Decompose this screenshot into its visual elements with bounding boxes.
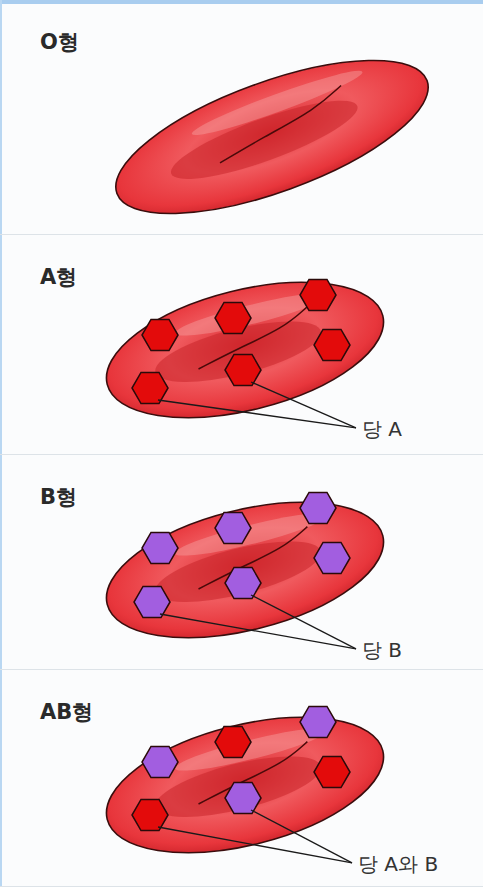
blood-type-panel: AB형당 A와 B [0,670,483,887]
cell-body [93,692,398,877]
red-blood-cell [98,29,446,245]
top-bar [0,0,483,4]
sugar-hexagon [215,726,251,757]
sugar-hexagon [314,542,350,573]
sugar-hexagon [215,512,251,543]
cell-body [93,477,398,662]
sugar-hexagon [314,329,350,360]
sugar-hexagon [132,372,168,403]
sugar-hexagon [300,279,336,310]
sugar-hexagon [225,354,261,385]
blood-type-heading: B형 [40,485,77,510]
leader-line [251,382,356,428]
red-blood-cell [93,477,398,662]
sugar-hexagon [132,799,168,830]
blood-type-heading: O형 [40,30,79,55]
red-blood-cell [93,692,398,877]
blood-type-panel: A형당 A [0,235,483,455]
leader-line [158,400,356,428]
left-bar [0,0,2,887]
leader-line [160,614,356,649]
sugar-label: 당 A [362,417,402,441]
leader-line [251,595,356,649]
sugar-hexagon [142,532,178,563]
blood-type-heading: AB형 [40,700,93,725]
sugar-hexagon [134,586,170,617]
sugar-hexagon [300,492,336,523]
cell-body [98,29,446,245]
sugar-hexagon [225,782,261,813]
sugar-hexagon [300,706,336,737]
blood-type-panel: O형 [0,0,483,235]
sugar-hexagon [215,302,251,333]
sugar-hexagon [314,756,350,787]
red-blood-cell [93,257,398,442]
sugar-label: 당 B [362,638,402,662]
cell-body [93,257,398,442]
sugar-hexagon [142,746,178,777]
sugar-label: 당 A와 B [358,852,438,876]
blood-type-panel: B형당 B [0,455,483,670]
leader-line [158,827,352,863]
leader-line [251,810,352,863]
blood-type-heading: A형 [40,265,77,290]
sugar-hexagon [142,319,178,350]
sugar-hexagon [225,567,261,598]
